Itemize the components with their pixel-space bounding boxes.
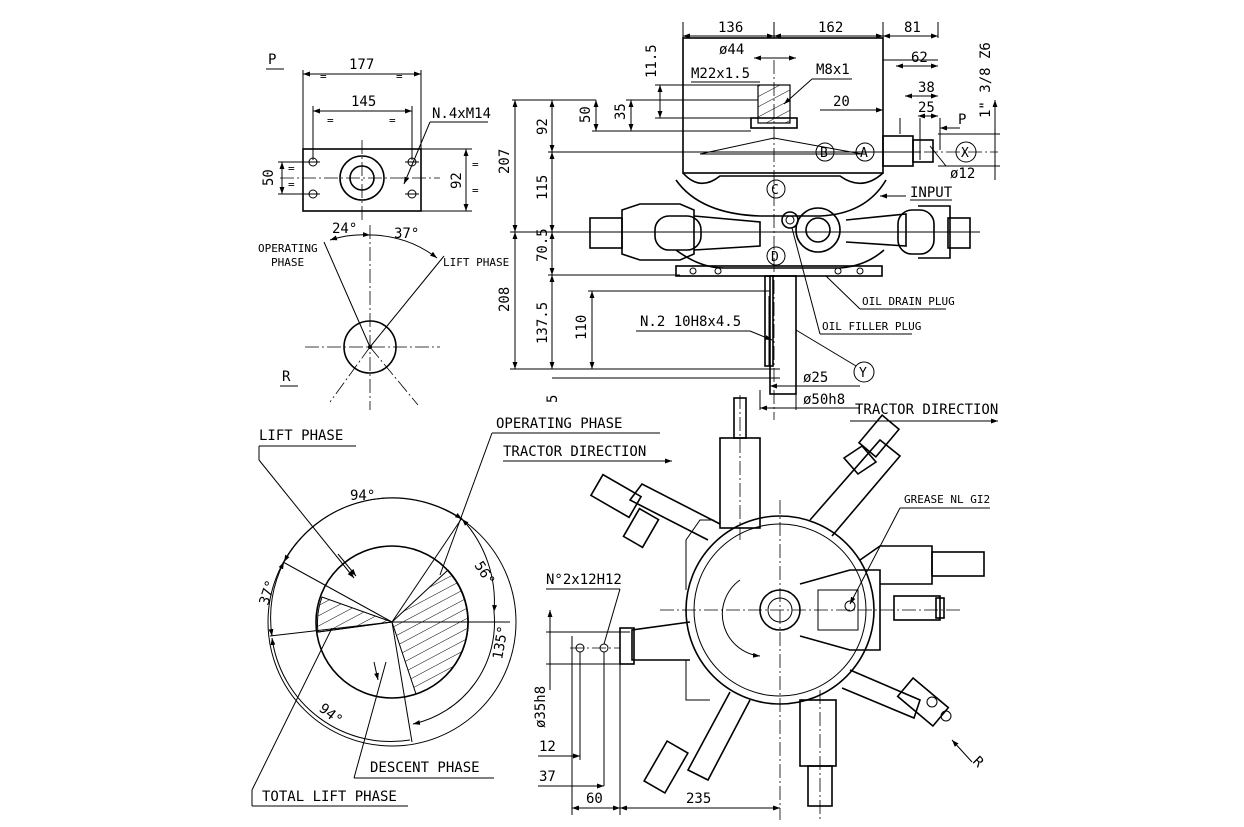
phase-diagram-small: 24° 37° OPERATING PHASE LIFT PHASE R (258, 221, 509, 410)
dim-50-elev: 50 (578, 106, 594, 123)
dim-137-5: 137.5 (535, 302, 551, 344)
dim-60: 60 (586, 791, 603, 807)
dim-50: 50 (261, 169, 277, 186)
flange-boss (339, 155, 385, 201)
phase-diagram-large: LIFT PHASE OPERATING PHASE TRACTOR DIREC… (251, 416, 672, 807)
view-marker-r: R (282, 369, 291, 385)
gearbox-elevation: 136 162 81 ø44 M22x1.5 M8x1 11.5 35 50 2… (497, 20, 1000, 424)
svg-text:=: = (320, 70, 327, 83)
label-oil-drain: OIL DRAIN PLUG (862, 295, 955, 308)
dim-92: 92 (449, 172, 465, 189)
bolt-holes (306, 157, 419, 199)
callout-x: X (961, 146, 969, 161)
dim-35: 35 (613, 103, 629, 120)
view-marker-p: P (268, 52, 276, 68)
dim-177: 177 (349, 57, 374, 73)
dim-m8: M8x1 (816, 62, 850, 78)
svg-text:=: = (288, 178, 295, 191)
label-operating-phase: OPERATING PHASE (496, 416, 622, 432)
svg-text:=: = (327, 114, 334, 127)
label-input: INPUT (910, 185, 953, 201)
label-lift-phase-small: LIFT PHASE (443, 256, 509, 269)
callout-d: D (771, 250, 779, 265)
dim-208: 208 (497, 287, 513, 312)
dim-11-5: 11.5 (644, 44, 660, 78)
dim-d12: ø12 (950, 166, 975, 182)
angle-135: 135° (490, 625, 512, 661)
label-descent-phase: DESCENT PHASE (370, 760, 480, 776)
callout-c: C (771, 183, 779, 198)
label-holes-12h12: N°2x12H12 (546, 572, 622, 588)
svg-text:=: = (288, 162, 295, 175)
svg-text:=: = (389, 114, 396, 127)
flange-view: P 177 = = 145 = = N.4xM14 (261, 52, 491, 220)
callout-b: B (820, 146, 828, 161)
callout-a: A (860, 146, 868, 161)
dim-d25: ø25 (803, 370, 828, 386)
dim-162: 162 (818, 20, 843, 36)
dim-thread: 1" 3/8 Z6 (978, 42, 994, 118)
dim-d35: ø35h8 (533, 686, 549, 728)
label-operating-2: PHASE (271, 256, 304, 269)
angle-94-top: 94° (350, 488, 375, 504)
label-operating-1: OPERATING (258, 242, 318, 255)
horizontal-shaft (589, 203, 971, 261)
dim-d44: ø44 (719, 42, 744, 58)
dim-70-5: 70.5 (535, 228, 551, 262)
radial-arms (589, 414, 952, 820)
svg-text:=: = (472, 158, 479, 171)
dim-12: 12 (539, 739, 556, 755)
dim-115: 115 (535, 175, 551, 200)
dim-136: 136 (718, 20, 743, 36)
callout-y: Y (859, 366, 867, 381)
label-total-lift-phase: TOTAL LIFT PHASE (262, 789, 397, 805)
label-keys: N.2 10H8x4.5 (640, 314, 741, 330)
label-holes-m14: N.4xM14 (432, 106, 491, 122)
dim-m22: M22x1.5 (691, 66, 750, 82)
label-grease: GREASE NL GI2 (904, 493, 990, 506)
dim-37: 37 (539, 769, 556, 785)
dim-20: 20 (833, 94, 850, 110)
callout-markers: B A C D X Y (766, 141, 977, 383)
dim-110: 110 (574, 315, 590, 340)
angle-24: 24° (332, 221, 357, 237)
dim-25: 25 (918, 100, 935, 116)
dim-145: 145 (351, 94, 376, 110)
dim-235: 235 (686, 791, 711, 807)
dim-d50: ø50h8 (803, 392, 845, 408)
input-shaft (880, 118, 998, 167)
label-tractor-direction-large: TRACTOR DIRECTION (503, 444, 646, 460)
angle-37-large: 37° (257, 578, 280, 607)
dim-207: 207 (497, 149, 513, 174)
label-lift-phase: LIFT PHASE (259, 428, 343, 444)
dim-5: 5 (545, 395, 561, 403)
svg-text:=: = (472, 184, 479, 197)
dim-92-elev: 92 (535, 118, 551, 135)
dim-38: 38 (918, 80, 935, 96)
dim-81: 81 (904, 20, 921, 36)
angle-37: 37° (394, 226, 419, 242)
dim-62: 62 (911, 50, 928, 66)
label-oil-filler: OIL FILLER PLUG (822, 320, 921, 333)
marker-r-arrow: R (969, 754, 987, 772)
small-phase-circle (343, 320, 397, 374)
svg-text:=: = (396, 70, 403, 83)
marker-p-arrow: P (958, 112, 966, 128)
angle-94-bottom: 94° (316, 701, 346, 729)
gearbox-plan-view: GREASE NL GI2 N°2x12H12 ø35h8 12 37 60 2… (533, 395, 990, 820)
label-tractor-direction-top: TRACTOR DIRECTION (855, 402, 998, 418)
